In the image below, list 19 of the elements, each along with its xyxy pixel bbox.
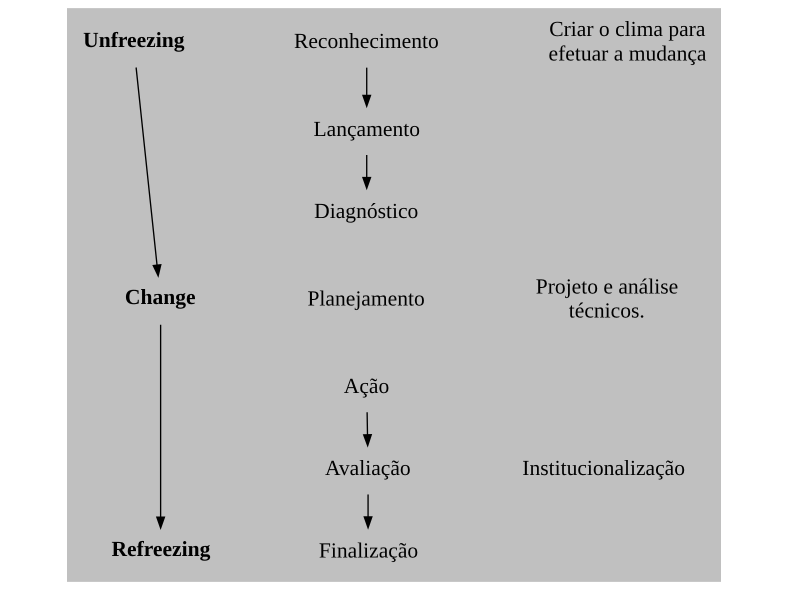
- node-text: Institucionalização: [522, 456, 685, 480]
- node-text: Planejamento: [306, 286, 424, 311]
- node-text: Change: [124, 285, 196, 310]
- node-text: Diagnóstico: [314, 198, 418, 223]
- node-text: Reconhecimento: [293, 29, 438, 54]
- node-text: Criar o clima para efetuar a mudança: [548, 17, 706, 66]
- node-text: Ação: [343, 374, 389, 398]
- arrow: [134, 67, 162, 278]
- arrow: [362, 155, 371, 190]
- arrow: [362, 494, 372, 530]
- node-text: Projeto e análise técnicos.: [535, 274, 678, 323]
- node-text: Lançamento: [313, 116, 420, 141]
- arrow: [362, 68, 371, 108]
- node-text: Finalização: [318, 538, 418, 562]
- arrow: [155, 324, 165, 530]
- node-text: Avaliação: [324, 456, 410, 480]
- node-text: Refreezing: [110, 537, 210, 562]
- node-text: Unfreezing: [82, 28, 184, 52]
- arrow: [362, 412, 372, 448]
